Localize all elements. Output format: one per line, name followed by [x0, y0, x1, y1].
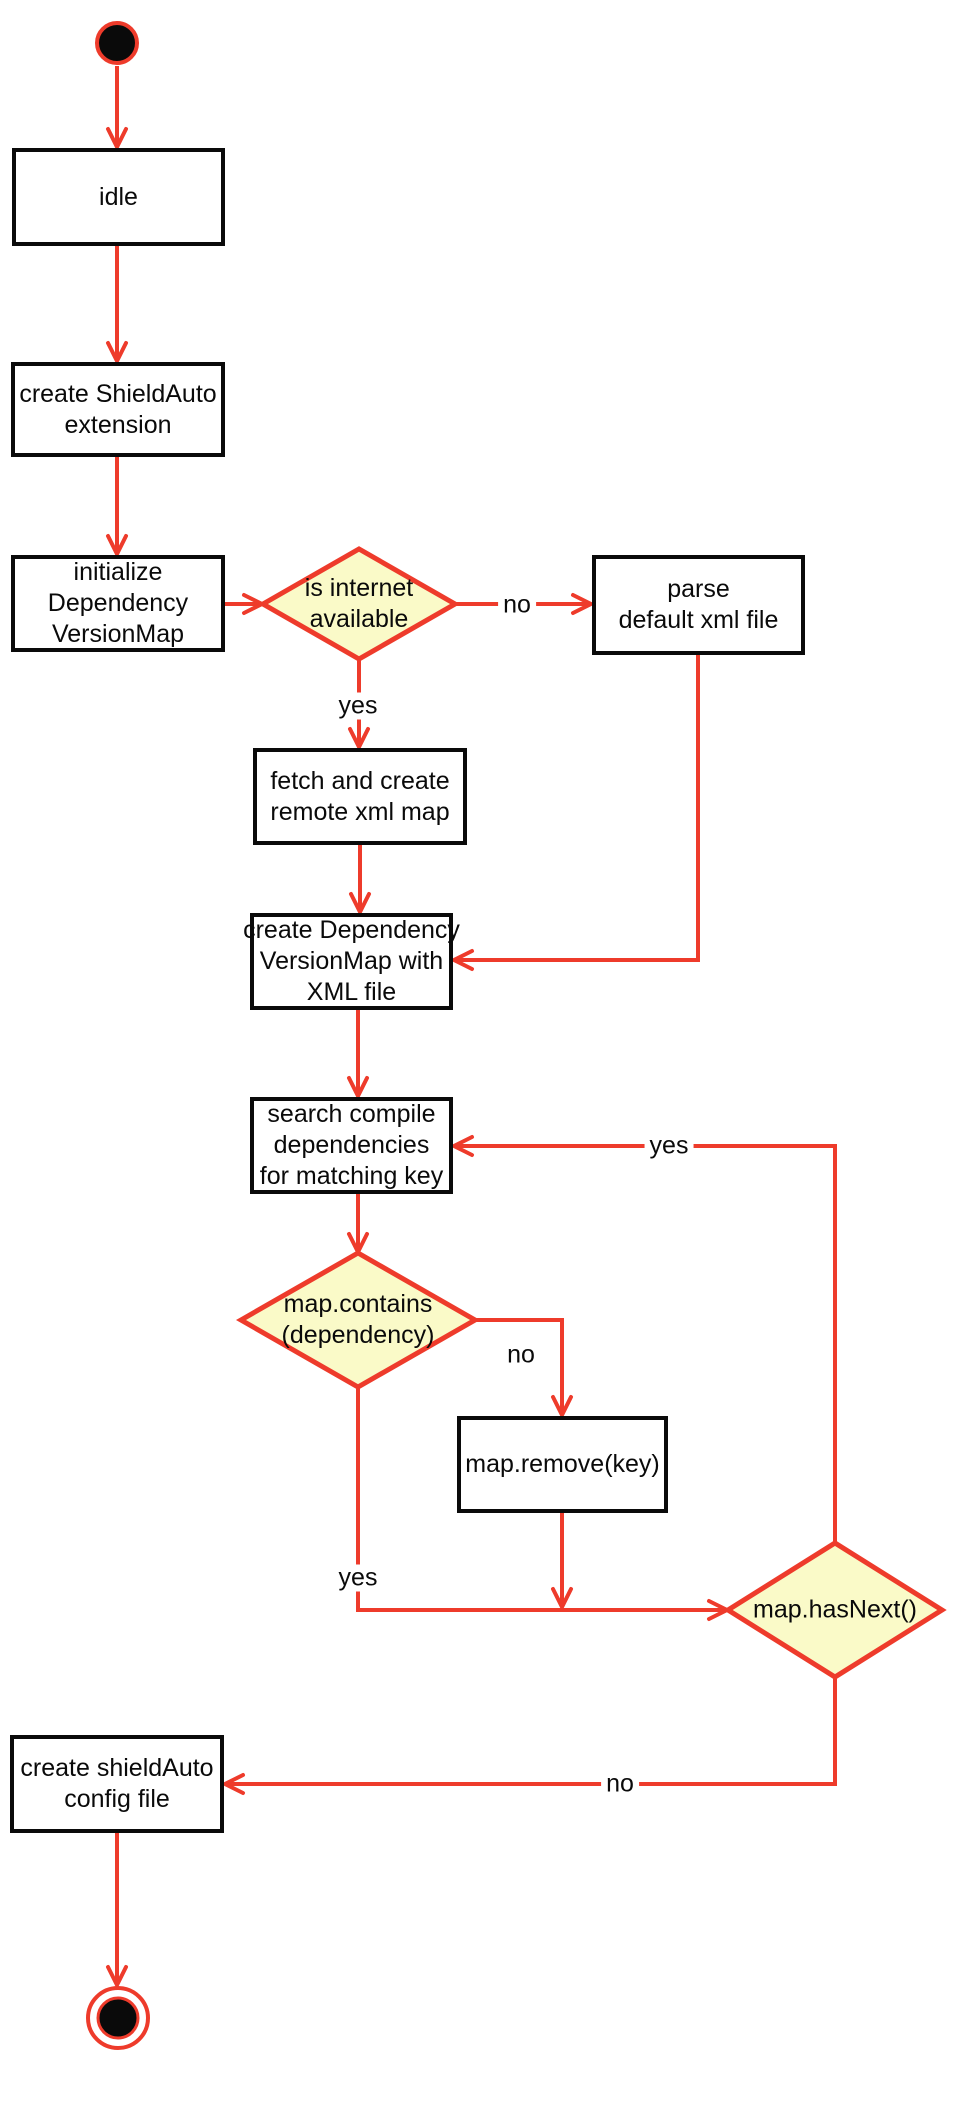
node-label-line: VersionMap with — [259, 947, 444, 975]
node-label-line: parse — [667, 575, 730, 603]
decision-map-contains-dependency-label: map.contains (dependency) — [282, 1289, 435, 1351]
decision-is-internet-available-shape — [257, 546, 461, 662]
action-create-shieldauto-config-file: create shieldAuto config file — [10, 1735, 224, 1833]
node-label-line: dependencies — [273, 1131, 430, 1159]
node-label-line: map.hasNext() — [753, 1595, 917, 1624]
edge-label-contains-yes-to-hasnext: yes — [333, 1564, 383, 1592]
node-label-line: default xml file — [618, 606, 779, 634]
edge-label-contains-no-to-remove: no — [502, 1341, 540, 1369]
decision-map-hasnext-shape — [723, 1540, 947, 1680]
node-label-line: Dependency — [47, 589, 189, 617]
edge-label-hasnext-no-to-config: no — [601, 1770, 639, 1798]
node-label-line: VersionMap — [51, 620, 185, 648]
end-node-inner-disc — [96, 1996, 140, 2040]
decision-map-hasnext-label: map.hasNext() — [753, 1595, 917, 1626]
action-search-compile-dependencies: search compile dependencies for matching k… — [250, 1097, 453, 1194]
node-label-line: create shieldAuto — [20, 1754, 214, 1782]
node-label-line: extension — [64, 410, 172, 439]
action-parse-default-xml-file: parse default xml file — [592, 555, 805, 655]
edge-label-internet-no-to-parse: no — [498, 591, 536, 619]
start-node — [95, 21, 139, 65]
node-label-line: idle — [99, 182, 138, 211]
node-label-line: initialize — [73, 558, 163, 586]
node-label-line: create Dependency — [243, 916, 460, 944]
node-label-line: available — [309, 605, 409, 633]
edge-label-hasnext-yes-to-search: yes — [644, 1132, 694, 1160]
node-label-line: for matching key — [259, 1162, 444, 1190]
action-map-remove-key: map.remove(key) — [457, 1416, 668, 1513]
node-label-line: map.contains — [283, 1290, 433, 1318]
node-label-line: remote xml map — [270, 797, 450, 826]
edge-parse-to-create-depmap — [449, 655, 700, 971]
edge-contains-yes-to-hasnext — [356, 1387, 732, 1621]
node-label-line: is internet — [304, 574, 414, 602]
node-label-line: XML file — [306, 978, 397, 1006]
edge-label-internet-yes-to-fetch: yes — [333, 692, 383, 720]
node-label-line: (dependency) — [281, 1321, 435, 1349]
node-label-line: map.remove(key) — [465, 1450, 660, 1478]
edge-contains-no-to-remove — [475, 1318, 573, 1420]
edge-hasnext-no-to-config — [220, 1677, 837, 1795]
decision-map-contains-dependency-shape — [235, 1250, 481, 1390]
node-label-line: config file — [64, 1785, 170, 1813]
node-label-line: create ShieldAuto — [19, 379, 217, 408]
node-label-line: fetch and create — [270, 766, 450, 795]
edge-hasnext-yes-to-search — [449, 1135, 837, 1543]
node-label-line: search compile — [267, 1100, 436, 1128]
action-idle: idle — [12, 148, 225, 246]
decision-is-internet-available-label: is internet available — [305, 573, 413, 635]
